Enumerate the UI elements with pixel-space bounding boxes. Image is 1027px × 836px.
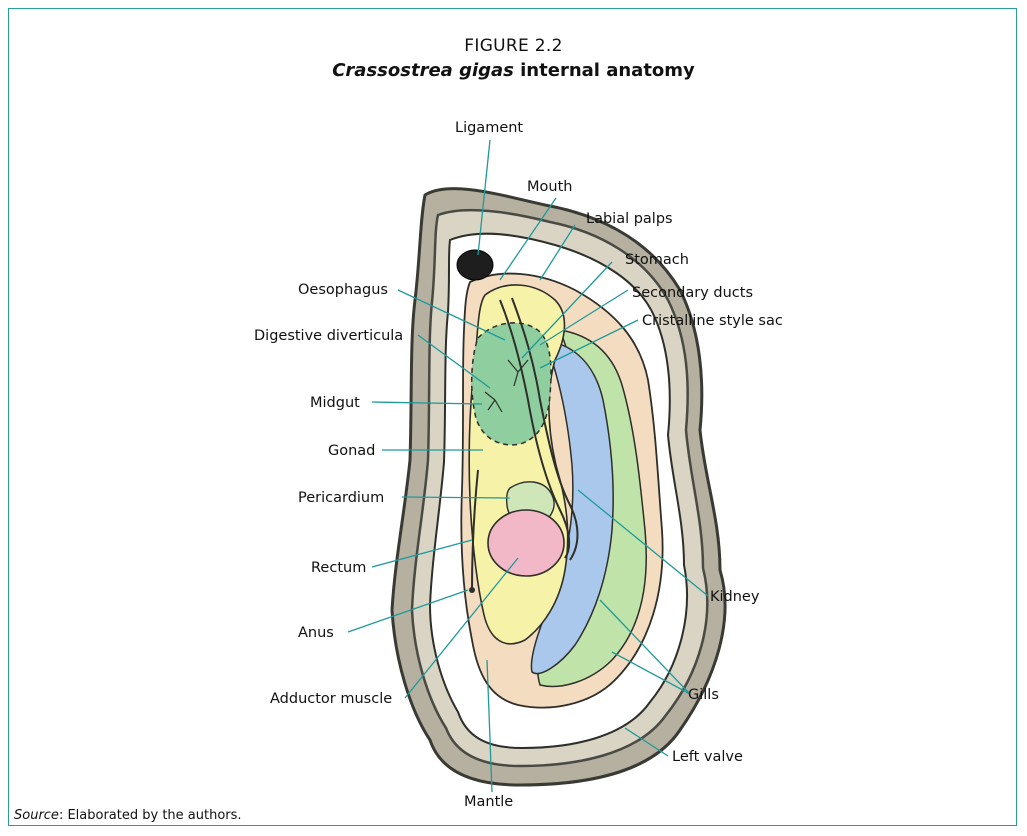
source-text: : Elaborated by the authors. — [59, 808, 242, 823]
source-note: Source: Elaborated by the authors. — [14, 808, 242, 823]
label-ligament: Ligament — [455, 120, 523, 136]
label-oesophagus: Oesophagus — [298, 282, 388, 298]
anus — [469, 587, 475, 593]
ligament — [457, 250, 493, 280]
label-stomach: Stomach — [625, 252, 689, 268]
label-rectum: Rectum — [311, 560, 366, 576]
label-labial-palps: Labial palps — [586, 211, 673, 227]
label-mantle: Mantle — [464, 794, 513, 810]
adductor-muscle — [488, 510, 564, 576]
label-digestive-diverticula: Digestive diverticula — [254, 328, 403, 344]
label-mouth: Mouth — [527, 179, 572, 195]
label-gonad: Gonad — [328, 443, 375, 459]
label-anus: Anus — [298, 625, 334, 641]
label-pericardium: Pericardium — [298, 490, 384, 506]
label-secondary-ducts: Secondary ducts — [632, 285, 753, 301]
label-kidney: Kidney — [710, 589, 760, 605]
label-left-valve: Left valve — [672, 749, 743, 765]
label-adductor-muscle: Adductor muscle — [270, 691, 392, 707]
label-gills: Gills — [688, 687, 719, 703]
source-prefix: Source — [14, 808, 59, 823]
label-midgut: Midgut — [310, 395, 360, 411]
label-cristalline-style-sac: Cristalline style sac — [642, 313, 783, 329]
